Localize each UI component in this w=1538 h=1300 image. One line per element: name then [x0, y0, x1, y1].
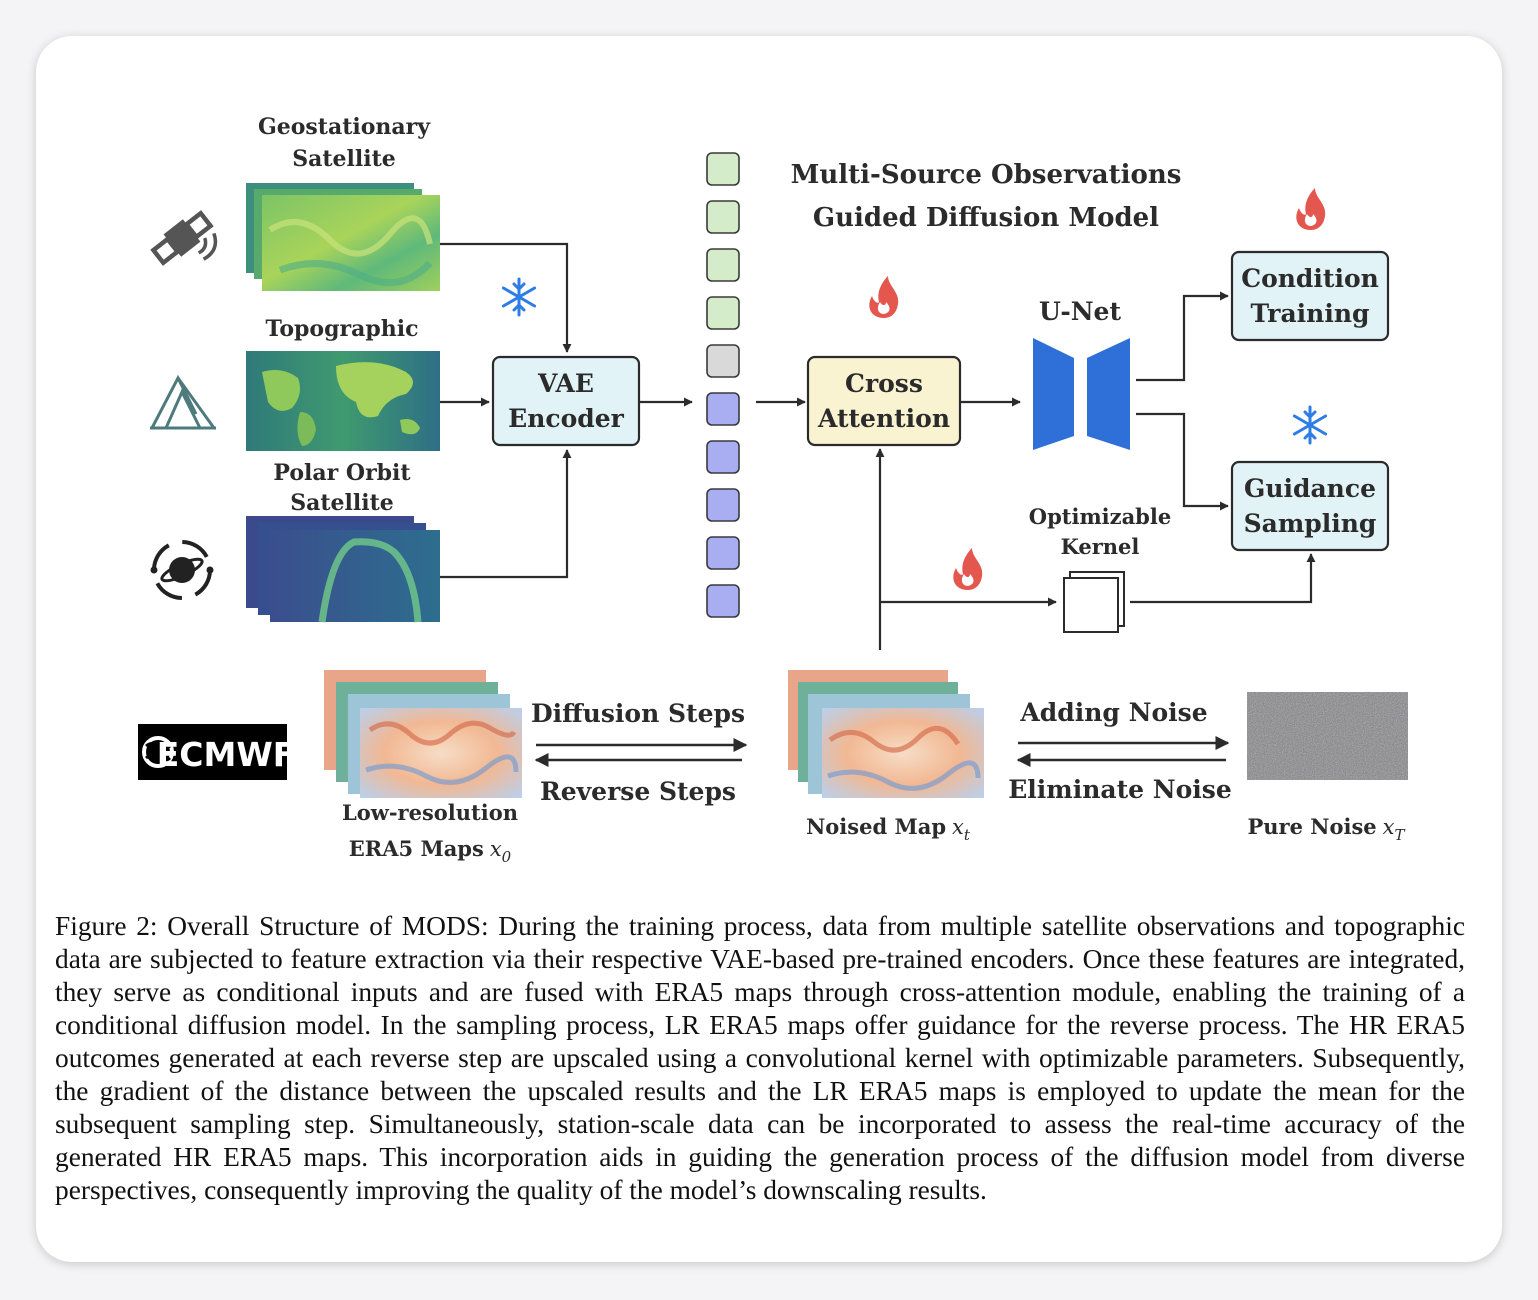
- vae-encoder-box: VAE Encoder: [491, 355, 641, 447]
- polar-orbit-icon: [150, 540, 214, 600]
- snowflake-icon: [501, 277, 537, 317]
- cross-attention-label-2: Attention: [817, 404, 950, 433]
- eliminate-noise-label: Eliminate Noise: [1008, 775, 1232, 804]
- cross-attention-box: Cross Attention: [806, 355, 962, 447]
- fire-icon: [869, 276, 899, 318]
- lr-maps-sub: 0: [502, 848, 512, 866]
- polar-orbit-maps: [246, 516, 440, 623]
- polar-orbit-label-2: Satellite: [290, 490, 394, 516]
- unet-label: U-Net: [1039, 297, 1121, 326]
- adding-noise-label: Adding Noise: [1019, 698, 1207, 727]
- feature-token: [706, 152, 740, 186]
- feature-token: [706, 344, 740, 378]
- fire-icon: [953, 548, 983, 590]
- vae-encoder-label-1: VAE: [537, 369, 594, 398]
- feature-token: [706, 488, 740, 522]
- feature-token: [706, 248, 740, 282]
- noised-map-stack: [788, 670, 984, 798]
- mountain-icon: [150, 374, 216, 430]
- feature-token: [706, 536, 740, 570]
- ecmwf-logo: ECMWF: [138, 724, 295, 780]
- reverse-steps-label: Reverse Steps: [540, 777, 736, 806]
- diagram-title-2: Guided Diffusion Model: [813, 203, 1159, 233]
- feature-token: [706, 200, 740, 234]
- guidance-sampling-label-1: Guidance: [1244, 474, 1376, 503]
- pure-noise-sub: T: [1395, 826, 1406, 844]
- lr-maps-label-1: Low-resolution: [342, 800, 518, 825]
- geostationary-label-1: Geostationary: [258, 114, 431, 140]
- lr-era5-maps: [324, 670, 522, 798]
- topographic-map: [246, 351, 440, 451]
- noised-map-sub: t: [964, 826, 971, 844]
- satellite-icon: [150, 210, 218, 266]
- feature-token: [706, 392, 740, 426]
- pure-noise-var: x: [1383, 815, 1395, 839]
- lr-maps-label-text: ERA5 Maps: [349, 836, 484, 861]
- cross-attention-label-1: Cross: [845, 369, 923, 398]
- feature-token: [706, 440, 740, 474]
- pure-noise-text: Pure Noise: [1247, 814, 1376, 839]
- optimizable-kernel-label-2: Kernel: [1061, 534, 1140, 559]
- lr-maps-var: x: [490, 837, 502, 861]
- diagram-title-1: Multi-Source Observations: [791, 160, 1182, 190]
- feature-token: [706, 584, 740, 618]
- optimizable-kernel-label-1: Optimizable: [1029, 504, 1171, 529]
- mods-diagram: Geostationary Satellite Topographic Pola…: [138, 114, 1408, 866]
- kernel-icon: [1063, 571, 1125, 633]
- geostationary-maps: [246, 183, 440, 291]
- condition-training-label-1: Condition: [1241, 264, 1379, 293]
- feature-token-column: [706, 152, 740, 618]
- guidance-sampling-box: Guidance Sampling: [1230, 460, 1390, 552]
- guidance-sampling-label-2: Sampling: [1244, 509, 1377, 538]
- pure-noise-label: Pure Noise xT: [1247, 814, 1405, 844]
- condition-training-label-2: Training: [1251, 299, 1370, 328]
- condition-training-box: Condition Training: [1230, 250, 1390, 342]
- figure-caption: Figure 2: Overall Structure of MODS: Dur…: [55, 911, 1465, 1205]
- vae-encoder-label-2: Encoder: [508, 404, 625, 433]
- polar-orbit-label-1: Polar Orbit: [273, 460, 411, 486]
- noised-map-text: Noised Map: [806, 814, 946, 839]
- geostationary-label-2: Satellite: [292, 146, 396, 172]
- feature-token: [706, 296, 740, 330]
- unet-shape: [1033, 338, 1130, 450]
- noised-map-var: x: [952, 815, 964, 839]
- fire-icon: [1296, 188, 1326, 230]
- topographic-label: Topographic: [266, 316, 419, 342]
- ecmwf-logo-text: ECMWF: [157, 735, 296, 774]
- diffusion-steps-label: Diffusion Steps: [531, 699, 745, 728]
- snowflake-icon: [1292, 405, 1328, 445]
- pure-noise-image: [1247, 692, 1408, 780]
